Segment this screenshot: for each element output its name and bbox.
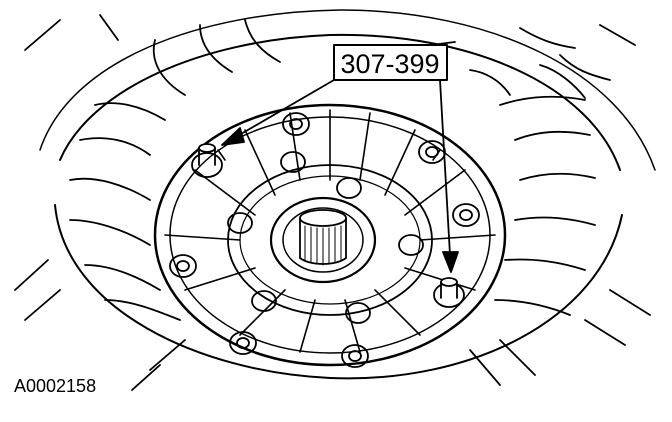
oil-holes — [227, 151, 424, 324]
arrowhead-left-icon — [221, 127, 245, 146]
leader-arrows — [221, 79, 459, 273]
bolt-bosses — [169, 112, 480, 368]
arrowhead-right-icon — [442, 251, 459, 273]
center-hub — [269, 196, 377, 284]
tool-callout: 307-399 — [333, 44, 448, 81]
leader-line-left — [233, 79, 335, 139]
guide-pins — [191, 143, 465, 308]
callout-label: 307-399 — [340, 49, 439, 79]
converter-shell — [39, 9, 656, 380]
leader-line-right — [439, 79, 451, 256]
callout-box — [333, 44, 448, 81]
figure-id: A0002158 — [14, 376, 96, 396]
impeller-vanes — [14, 14, 651, 391]
